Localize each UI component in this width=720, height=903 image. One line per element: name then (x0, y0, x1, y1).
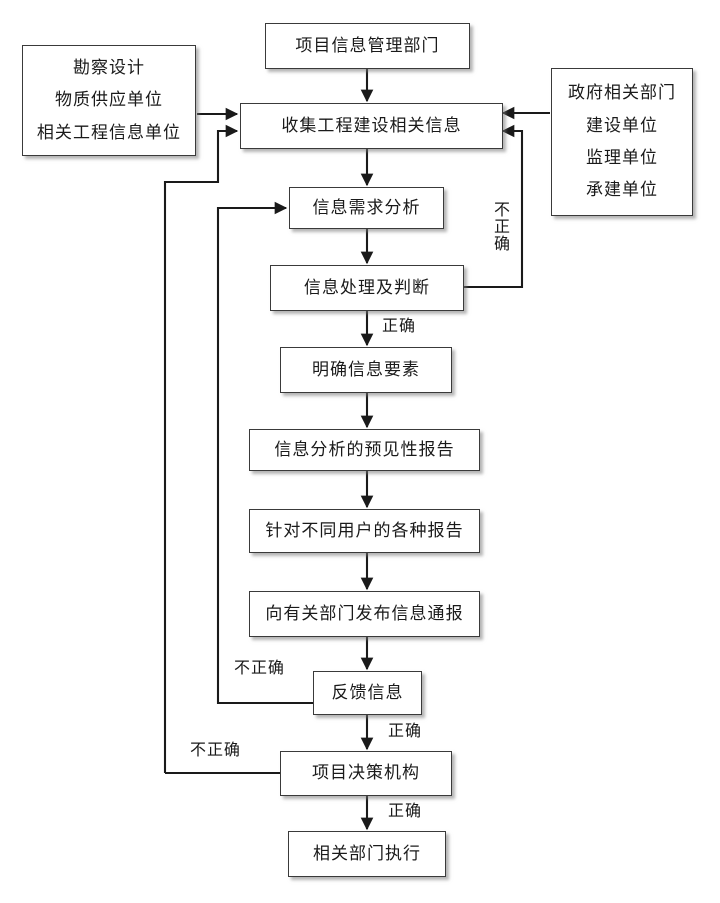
predictive-report-label: 信息分析的预见性报告 (274, 439, 455, 459)
sources-right-line-3: 监理单位 (585, 148, 659, 167)
node-publish-bulletin[interactable]: 向有关部门发布信息通报 (249, 591, 480, 637)
edge-label-incorrect-decision: 不正确 (190, 742, 241, 759)
edge-label-correct-process: 正确 (382, 318, 416, 335)
publish-bulletin-label: 向有关部门发布信息通报 (265, 603, 464, 623)
node-clarify-elements[interactable]: 明确信息要素 (280, 347, 452, 393)
node-collect-info[interactable]: 收集工程建设相关信息 (240, 103, 503, 149)
node-predictive-report[interactable]: 信息分析的预见性报告 (249, 429, 480, 471)
edge-process-incorrect-to-collect (464, 124, 524, 289)
edge-decision-feedback-to-collect (163, 124, 239, 773)
node-process-judge[interactable]: 信息处理及判断 (270, 265, 464, 311)
sources-left-line-3: 相关工程信息单位 (36, 122, 182, 142)
edge-feedback-incorrect-to-demand (216, 201, 313, 705)
sources-left-line-2: 物质供应单位 (54, 90, 164, 110)
node-departments-execute[interactable]: 相关部门执行 (288, 831, 446, 877)
edge-label-correct-decision: 正确 (388, 803, 422, 820)
sources-left-line-1: 勘察设计 (72, 58, 146, 78)
edge-label-incorrect-feedback: 不正确 (234, 660, 285, 677)
node-feedback-info[interactable]: 反馈信息 (313, 671, 422, 715)
node-sources-left[interactable]: 勘察设计 物质供应单位 相关工程信息单位 (22, 45, 196, 156)
collect-info-label: 收集工程建设相关信息 (281, 115, 462, 135)
sources-right-line-1: 政府相关部门 (567, 83, 677, 103)
info-mgmt-dept-label: 项目信息管理部门 (295, 35, 440, 55)
feedback-info-label: 反馈信息 (331, 682, 404, 702)
node-decision-body[interactable]: 项目决策机构 (280, 751, 452, 796)
user-reports-label: 针对不同用户的各种报告 (265, 520, 464, 540)
clarify-elements-label: 明确信息要素 (311, 359, 421, 379)
node-info-mgmt-dept[interactable]: 项目信息管理部门 (265, 23, 470, 69)
departments-execute-label: 相关部门执行 (312, 843, 422, 863)
node-demand-analysis[interactable]: 信息需求分析 (289, 187, 444, 229)
node-sources-right[interactable]: 政府相关部门 建设单位 监理单位 承建单位 (551, 68, 693, 216)
process-judge-label: 信息处理及判断 (303, 277, 431, 297)
node-user-reports[interactable]: 针对不同用户的各种报告 (249, 509, 480, 553)
decision-body-label: 项目决策机构 (311, 763, 421, 783)
edge-label-incorrect-process: 不正确 (494, 202, 511, 253)
sources-right-line-2: 建设单位 (585, 115, 659, 135)
sources-right-line-4: 承建单位 (585, 180, 659, 200)
edge-label-correct-feedback: 正确 (388, 723, 422, 740)
demand-analysis-label: 信息需求分析 (312, 197, 421, 217)
